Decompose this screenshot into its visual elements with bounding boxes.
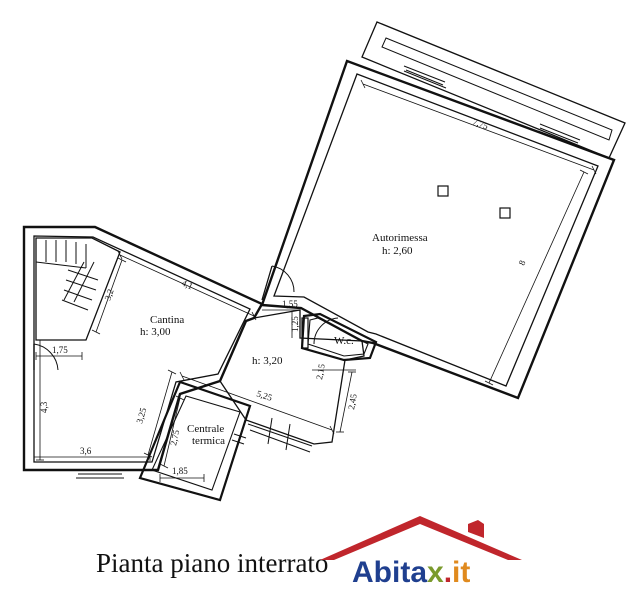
cellar-inner-wall <box>33 235 251 463</box>
dimension-label-1-75: 1,75 <box>52 345 68 355</box>
dimension-line-1-85 <box>159 474 205 482</box>
boiler-room-inner-wall <box>151 395 241 491</box>
garage-door-swing <box>271 265 295 293</box>
wc-label: W.c. <box>334 335 354 347</box>
dimension-line-3-6 <box>33 453 151 461</box>
dimension-line-4-3 <box>36 339 44 461</box>
hallway-door <box>247 417 313 453</box>
logo-dot: . <box>444 556 452 589</box>
dimension-label-4-1: 4,1 <box>180 278 194 292</box>
dimension-line-5-25 <box>179 371 335 435</box>
hallway-height-label: h: 3,20 <box>252 355 283 367</box>
logo-wordmark: Abitax.it <box>352 556 470 589</box>
dimension-label-1-55: 1,55 <box>282 299 298 309</box>
dimension-line-1-75 <box>35 352 83 360</box>
wc-door-leaf <box>301 317 309 349</box>
cellar-window <box>76 469 124 479</box>
garage-inner-wall <box>273 73 599 387</box>
abitax-logo: Abitax.it <box>320 516 522 589</box>
dimension-label-8: 8 <box>517 258 528 266</box>
cellar-label: Cantina <box>150 314 184 326</box>
garage-balcony-inner <box>381 37 613 141</box>
boiler-room <box>138 380 252 502</box>
garage-label: Autorimessa <box>372 232 428 244</box>
garage-balcony <box>361 21 626 159</box>
garage-door-leaf <box>261 265 273 301</box>
boiler-room-label-line1: Centrale <box>187 423 224 435</box>
dimension-line-3-2 <box>91 257 127 335</box>
dimension-label-3-2: 3,2 <box>102 288 115 302</box>
dimension-label-4-3: 4,3 <box>39 401 49 413</box>
boiler-room-outer-wall <box>138 380 252 502</box>
boiler-vent-2 <box>231 439 245 445</box>
dimension-label-1-25: 1,25 <box>290 316 300 332</box>
boiler-vent-1 <box>233 433 247 439</box>
dimension-label-2-45: 2,45 <box>346 393 359 411</box>
drawing-caption: Pianta piano interrato <box>96 548 329 578</box>
garage-outer-wall <box>260 59 616 400</box>
dimension-label-2-15: 2,15 <box>314 363 327 381</box>
dimension-line-2-75 <box>159 395 185 469</box>
garage-height-label: h: 2,60 <box>382 245 413 257</box>
hallway-walls <box>219 309 365 445</box>
dimension-line-4-1 <box>117 250 257 321</box>
logo-letter-a: A <box>352 556 374 589</box>
garage-window-right <box>537 123 582 148</box>
logo-chimney-icon <box>468 520 484 538</box>
logo-letters-it: it <box>452 556 470 589</box>
wc-door-swing <box>313 317 339 345</box>
dimension-line-8 <box>484 169 589 386</box>
dimension-line-3-25 <box>143 369 177 458</box>
cellar-height-label: h: 3,00 <box>140 326 171 338</box>
dimension-label-2-75: 2,75 <box>168 428 181 446</box>
garage-pillar-1 <box>437 185 449 197</box>
dimension-label-1-85: 1,85 <box>172 466 188 476</box>
dimension-line-2-45 <box>336 371 356 433</box>
garage-window-left <box>403 65 447 89</box>
logo-letter-x: x <box>427 556 444 589</box>
logo-letters-bita: bita <box>374 556 428 589</box>
dimension-label-3-25: 3,25 <box>134 406 148 424</box>
hallway-and-wc <box>179 309 378 453</box>
dimension-label-5-25: 5,25 <box>255 388 274 403</box>
logo-roof-icon <box>320 516 522 560</box>
garage-room <box>260 21 626 400</box>
dimension-label-7-75: 7,75 <box>471 116 490 131</box>
boiler-room-label-line2: termica <box>192 435 225 447</box>
garage-pillar-2 <box>499 207 511 219</box>
dimension-label-3-6: 3,6 <box>80 446 92 456</box>
dimension-line-7-75 <box>360 79 597 175</box>
cellar-door-swing <box>33 343 59 371</box>
staircase <box>35 237 121 341</box>
